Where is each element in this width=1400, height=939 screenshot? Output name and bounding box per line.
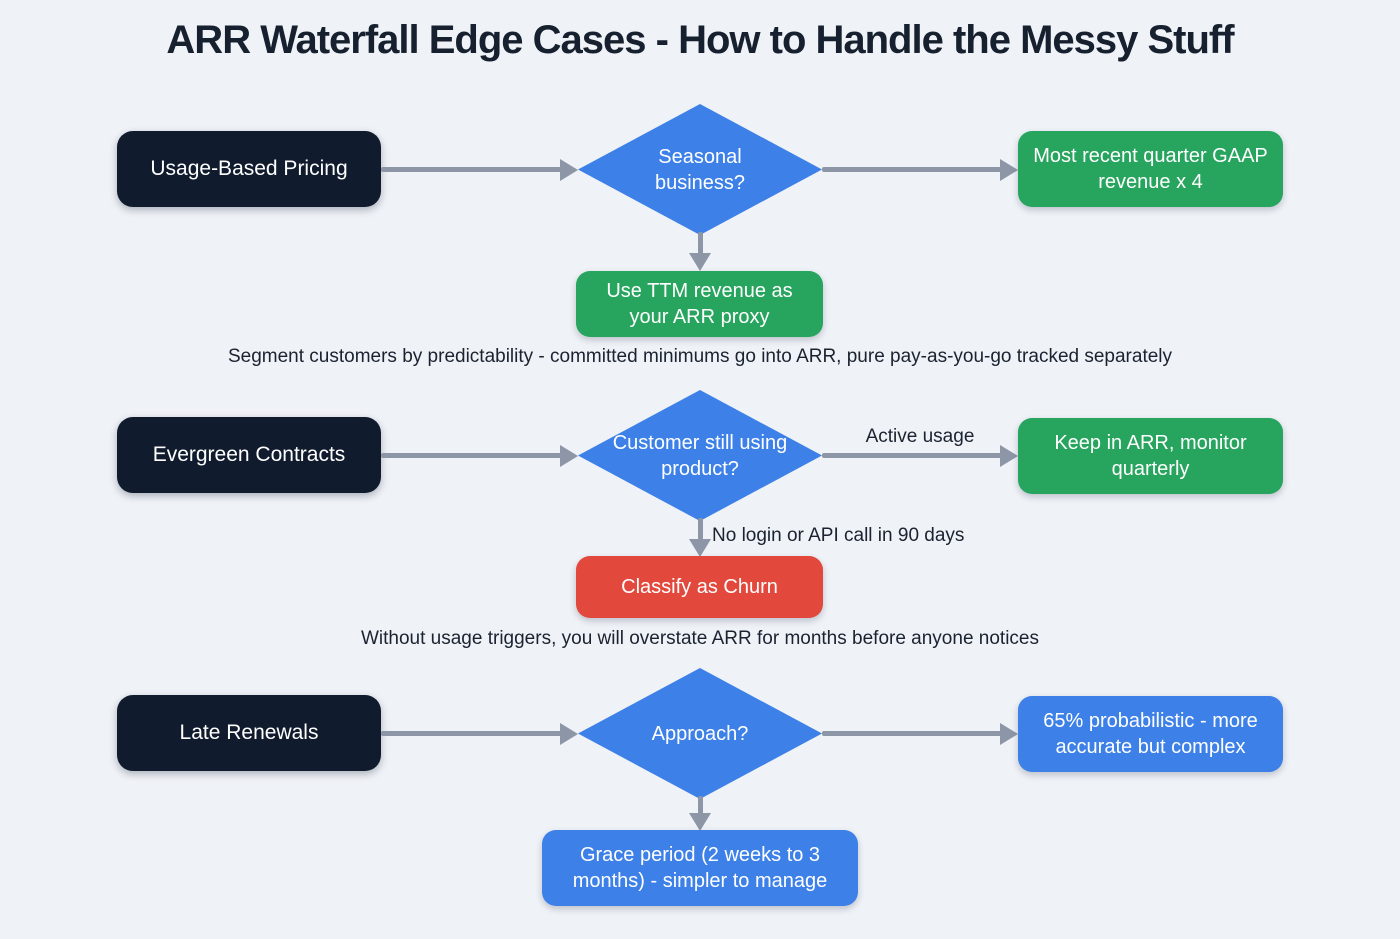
arrow-row3-source-to-decision [381,730,562,736]
arrowhead-right-icon [560,158,578,181]
result-keep-in-arr: Keep in ARR, monitor quarterly [1018,418,1283,494]
edge-label-no-login: No login or API call in 90 days [712,525,965,546]
arrowhead-down-icon [689,539,711,557]
arrow-row3-decision-to-right [822,730,1002,736]
arrowhead-right-icon [1000,158,1018,181]
result-probabilistic: 65% probabilistic - more accurate but co… [1018,696,1283,772]
node-evergreen-contracts: Evergreen Contracts [117,417,381,493]
arrow-row1-decision-to-right [822,166,1002,172]
arrowhead-right-icon [1000,722,1018,745]
arrowhead-right-icon [1000,444,1018,467]
result-gaap-revenue: Most recent quarter GAAP revenue x 4 [1018,131,1283,207]
arrow-row2-source-to-decision [381,452,562,458]
arrowhead-down-icon [689,813,711,831]
edge-label-active-usage: Active usage [865,426,975,447]
result-grace-period: Grace period (2 weeks to 3 months) - sim… [542,830,858,906]
arrow-row2-decision-to-right [822,452,1002,458]
node-usage-based-pricing: Usage-Based Pricing [117,131,381,207]
node-late-renewals: Late Renewals [117,695,381,771]
arrowhead-right-icon [560,722,578,745]
arrowhead-right-icon [560,444,578,467]
decision-seasonal-business: Seasonal business? [578,104,822,235]
result-ttm-proxy: Use TTM revenue as your ARR proxy [576,271,823,337]
result-classify-churn: Classify as Churn [576,556,823,618]
page-title: ARR Waterfall Edge Cases - How to Handle… [166,18,1234,62]
arrow-row1-decision-down [697,232,703,254]
caption-row1: Segment customers by predictability - co… [227,346,1173,367]
decision-customer-usage: Customer still using product? [578,390,822,521]
arrow-row2-decision-down [697,518,703,540]
arrow-row3-decision-down [697,796,703,814]
arrowhead-down-icon [689,253,711,271]
caption-row2: Without usage triggers, you will oversta… [360,628,1039,649]
arrow-row1-source-to-decision [381,166,562,172]
decision-approach: Approach? [578,668,822,799]
